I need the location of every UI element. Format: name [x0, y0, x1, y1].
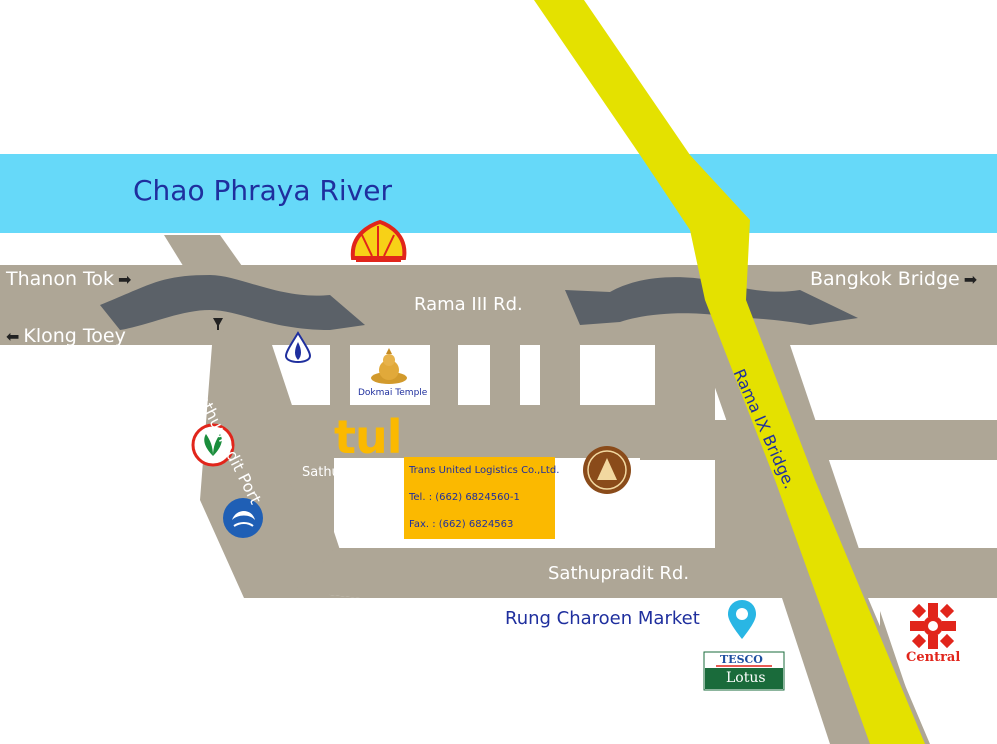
- company-info-box: Trans United Logistics Co.,Ltd. Tel. : (…: [404, 457, 559, 539]
- temple-seal: [583, 446, 631, 494]
- company-name: Trans United Logistics Co.,Ltd.: [409, 465, 560, 476]
- sathupradit-52-label: Sathupradit 52: [302, 465, 399, 480]
- bangkok-bridge-label: Bangkok Bridge: [810, 268, 960, 290]
- rama-3-label: Rama III Rd.: [414, 294, 523, 315]
- ptt-logo: [284, 331, 312, 363]
- side-street-d: [330, 345, 350, 420]
- sathupradit-rd-label: Sathupradit Rd.: [548, 563, 690, 584]
- left-arrow-icon: ⬅: [6, 326, 20, 346]
- side-street-h: [655, 345, 715, 445]
- klong-toey-direction: ⬅ Klong Toey: [6, 325, 126, 347]
- elevated-road-left: [100, 275, 365, 330]
- side-street-e: [430, 345, 458, 420]
- dokmai-temple-label: Dokmai Temple: [358, 388, 428, 398]
- central-label: Central: [906, 650, 961, 665]
- up-arrow-icon: [213, 318, 223, 330]
- right-arrow-icon: ➡: [963, 269, 978, 289]
- bangkok-bridge-direction: Bangkok Bridge ➡: [810, 268, 977, 290]
- tesco-lotus-logo: [703, 651, 785, 691]
- krungthai-bank-icon: [223, 498, 263, 538]
- rung-charoen-market-label: Rung Charoen Market: [505, 608, 700, 629]
- company-tel: Tel. : (662) 6824560-1: [409, 492, 520, 503]
- central-logo-icon: [910, 603, 956, 649]
- klong-toey-label: Klong Toey: [23, 325, 126, 347]
- sathupradit-corner: [240, 455, 334, 592]
- thanon-tok-direction: Thanon Tok ➡: [6, 268, 131, 290]
- thanon-tok-label: Thanon Tok: [6, 268, 115, 290]
- river-label: Chao Phraya River: [133, 174, 392, 207]
- kasikorn-bank-icon: [191, 423, 235, 467]
- rama-9-bridge: [534, 0, 925, 744]
- market-pin-icon: [728, 600, 756, 639]
- buddha-statue-icon: [371, 348, 407, 384]
- lotus-label: Lotus: [726, 670, 766, 686]
- side-street-f: [490, 345, 520, 420]
- shell-logo: [350, 219, 407, 262]
- chao-phraya-river: [0, 154, 997, 233]
- side-street-g: [540, 345, 580, 420]
- tul-logo: tul: [334, 410, 403, 464]
- company-fax: Fax. : (662) 6824563: [409, 519, 514, 530]
- tesco-label: TESCO: [720, 653, 763, 666]
- right-arrow-icon: ➡: [118, 269, 132, 289]
